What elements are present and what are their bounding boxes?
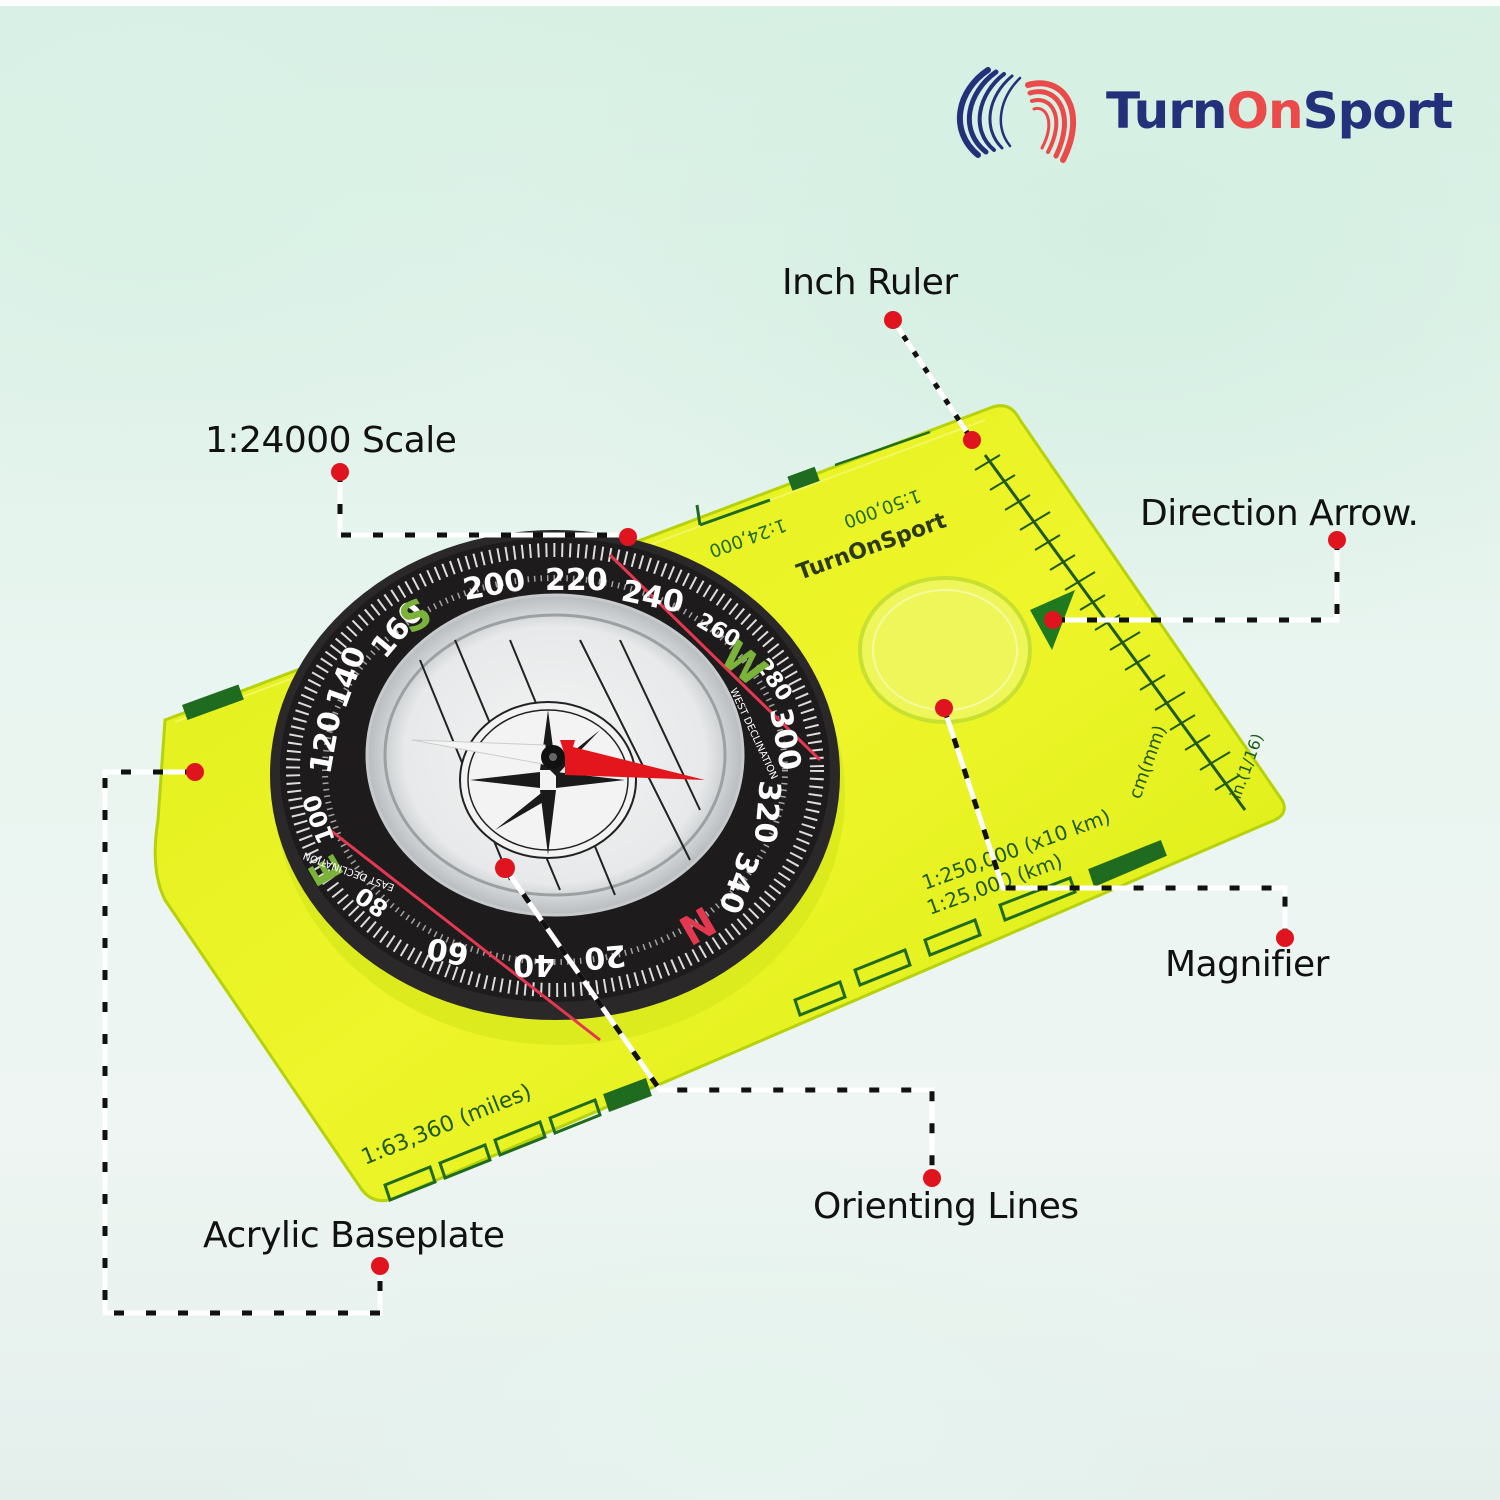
compass-capsule bbox=[365, 593, 745, 917]
marker-dot-icon bbox=[495, 858, 515, 878]
callout-direction-arrow: Direction Arrow. bbox=[1140, 493, 1419, 534]
marker-dot-icon bbox=[923, 1169, 941, 1187]
callout-acrylic-baseplate: Acrylic Baseplate bbox=[203, 1215, 505, 1256]
brand-logo: TurnOnSport bbox=[948, 60, 1453, 170]
callout-orienting-lines: Orienting Lines bbox=[813, 1186, 1079, 1227]
marker-dot-icon bbox=[619, 528, 637, 546]
marker-dot-icon bbox=[935, 699, 953, 717]
marker-dot-icon bbox=[1276, 929, 1294, 947]
callout-markers bbox=[186, 311, 1346, 1275]
corner-scale-marker bbox=[182, 684, 244, 721]
svg-text:320: 320 bbox=[747, 779, 787, 844]
callout-inch-ruler: Inch Ruler bbox=[782, 262, 958, 303]
callout-magnifier: Magnifier bbox=[1165, 944, 1329, 985]
marker-dot-icon bbox=[331, 463, 349, 481]
callout-connectors bbox=[102, 318, 1340, 1316]
marker-dot-icon bbox=[963, 431, 981, 449]
callout-1-24000-scale: 1:24000 Scale bbox=[205, 420, 457, 461]
marker-dot-icon bbox=[371, 1257, 389, 1275]
marker-dot-icon bbox=[1044, 611, 1062, 629]
marker-dot-icon bbox=[1328, 531, 1346, 549]
svg-text:40: 40 bbox=[513, 947, 555, 982]
swoosh-logo-icon bbox=[957, 67, 1076, 163]
brand-wordmark: TurnOnSport bbox=[1106, 82, 1453, 140]
magnifier-lens bbox=[858, 576, 1032, 724]
svg-text:220: 220 bbox=[545, 563, 608, 598]
marker-dot-icon bbox=[884, 311, 902, 329]
marker-dot-icon bbox=[186, 763, 204, 781]
compass-needle bbox=[411, 739, 705, 780]
svg-text:20: 20 bbox=[583, 937, 628, 976]
svg-text:60: 60 bbox=[424, 930, 471, 972]
